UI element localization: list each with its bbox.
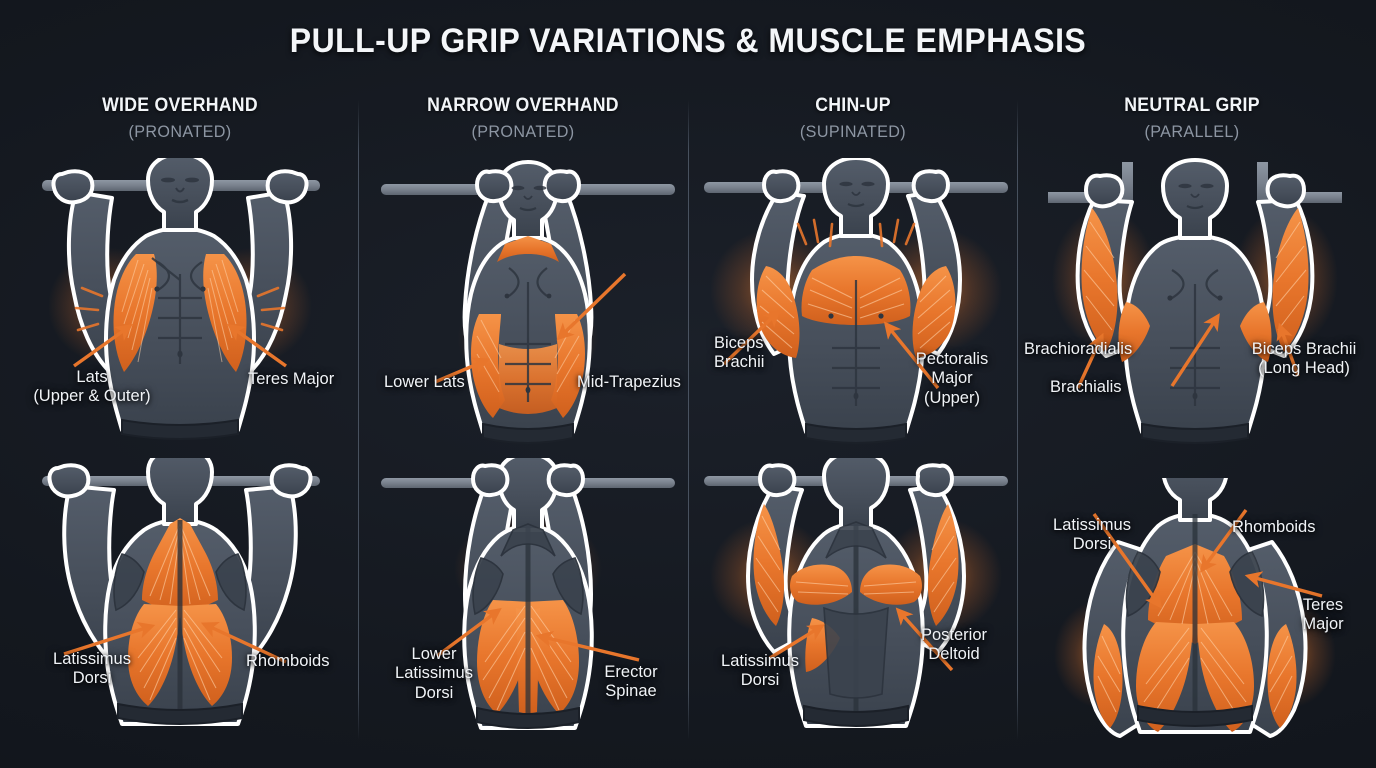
column-header-neutral-grip: NEUTRAL GRIP (PARALLEL) [1022,95,1362,142]
figure-panel-chin-up-front [700,158,1012,448]
figure-panel-chin-up-back [700,458,1012,740]
column-title: NEUTRAL GRIP [1124,95,1260,116]
muscle-label-lower-lats: Lower Lats [384,373,465,391]
figure-panel-narrow-overhand-back [373,458,683,740]
column-divider [358,100,359,740]
figure-panel-neutral-grip-front [1030,158,1360,448]
muscle-label-posterior-deltoid: Posterior Deltoid [920,626,988,664]
muscle-label-latissimus-dorsi: Latissimus Dorsi [53,650,131,688]
figure-panel-neutral-grip-back [1030,478,1360,740]
column-divider [1017,100,1018,740]
muscle-label-lower-latissimus-dorsi: Lower Latissimus Dorsi [395,645,473,702]
muscle-label-pectoralis-major-upper: Pectoralis Major (Upper) [915,350,989,407]
muscle-label-teres-major: Teres Major [1302,596,1344,634]
figure-panel-wide-overhand-back [18,458,342,740]
muscle-label-erector-spinae: Erector Spinae [604,663,658,701]
column-subtitle: (PARALLEL) [1144,122,1240,141]
column-headers: WIDE OVERHAND (PRONATED) NARROW OVERHAND… [0,95,1376,155]
column-header-narrow-overhand: NARROW OVERHAND (PRONATED) [363,95,683,142]
figure-panel-wide-overhand-front [18,158,342,448]
muscle-label-brachialis: Brachialis [1050,378,1122,396]
page-title: PULL-UP GRIP VARIATIONS & MUSCLE EMPHASI… [289,22,1087,60]
muscle-label-teres-major: Teres Major [248,370,335,388]
column-title: CHIN-UP [815,95,891,116]
muscle-label-latissimus-dorsi: Latissimus Dorsi [1053,516,1131,554]
column-subtitle: (SUPINATED) [799,122,907,141]
column-title: NARROW OVERHAND [427,95,619,116]
column-subtitle: (PRONATED) [128,122,232,141]
column-title: WIDE OVERHAND [102,95,258,116]
muscle-label-rhomboids: Rhomboids [246,652,330,670]
muscle-label-biceps-brachii-long-head: Biceps Brachii (Long Head) [1251,340,1357,378]
muscle-label-brachioradialis: Brachioradialis [1024,340,1133,358]
muscle-label-biceps-brachii: Biceps Brachii [714,334,765,372]
column-header-wide-overhand: WIDE OVERHAND (PRONATED) [18,95,342,142]
figure-panel-narrow-overhand-front [373,158,683,448]
muscle-label-mid-trapezius: Mid-Trapezius [577,373,681,391]
muscle-label-latissimus-dorsi: Latissimus Dorsi [721,652,799,690]
muscle-label-rhomboids: Rhomboids [1232,518,1316,536]
muscle-label-lats-upper-outer: Lats (Upper & Outer) [33,368,151,406]
column-header-chin-up: CHIN-UP (SUPINATED) [693,95,1013,142]
column-subtitle: (PRONATED) [471,122,575,141]
column-divider [688,100,689,740]
